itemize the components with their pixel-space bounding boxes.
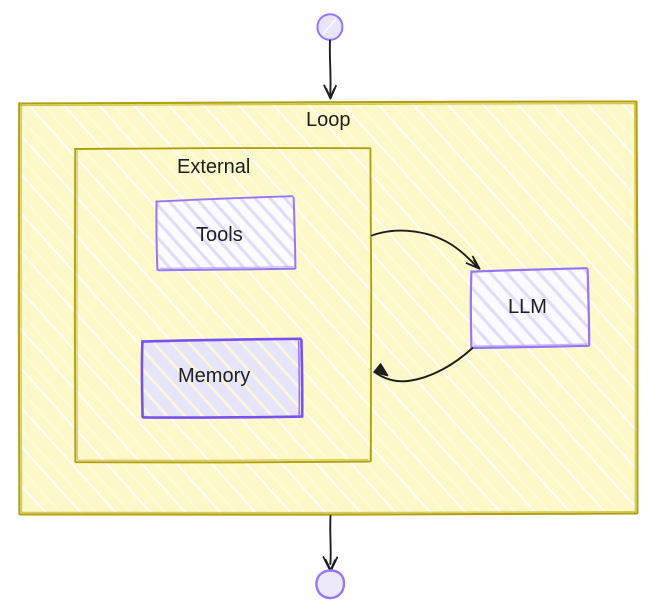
memory-border-bottom (142, 415, 303, 419)
end-node-fill (316, 570, 345, 599)
loop-border-left-2 (20, 104, 23, 513)
external-container[interactable] (73, 146, 373, 464)
edge-start-to-loop[interactable] (323, 39, 337, 100)
loop-border-left (17, 102, 21, 516)
loop-border-top (18, 100, 638, 105)
memory-border-right (300, 338, 304, 418)
tools-border-bottom (157, 267, 296, 272)
loop-border-bottom-2 (21, 510, 636, 514)
tools-border-right (292, 196, 297, 270)
start-node[interactable] (316, 13, 344, 41)
llm-border-top (470, 267, 588, 273)
end-node-border (315, 569, 346, 600)
external-border-right (369, 147, 373, 462)
tools-border-top (155, 195, 294, 203)
external-border-bottom-2 (77, 459, 369, 461)
tools-node-label: Tools (196, 224, 243, 246)
external-border-top (74, 146, 371, 150)
llm-border-left (469, 270, 473, 349)
external-border-bottom (75, 460, 371, 464)
memory-border-left (140, 339, 144, 419)
edge-llm-to-external[interactable] (373, 347, 474, 383)
llm-border-bottom-2 (473, 343, 588, 347)
llm-border-right (586, 268, 591, 347)
llm-node-label: LLM (508, 296, 547, 318)
llm-border-bottom (471, 344, 590, 350)
edge-llm-to-external-arrowhead (373, 363, 389, 377)
start-node-border (316, 13, 344, 41)
start-node-hatch (322, 18, 337, 35)
edge-start-to-loop-arrowhead-2 (325, 87, 335, 99)
loop-border-bottom (18, 512, 639, 516)
edge-external-to-llm-arrowhead-2 (468, 259, 480, 269)
loop-border-right (635, 100, 639, 515)
edge-llm-to-external-line (375, 347, 474, 383)
tools-border-left (155, 200, 159, 271)
loop-border-right-2 (633, 103, 637, 513)
external-border-left (73, 148, 77, 463)
memory-fill (143, 339, 302, 417)
tools-node[interactable] (155, 195, 297, 272)
llm-fill (472, 268, 589, 348)
external-container-label: External (177, 156, 251, 178)
tools-border-bottom-2 (159, 266, 294, 269)
memory-border-right-2 (297, 340, 300, 416)
edge-external-to-llm-line (371, 229, 479, 269)
loop-container-label: Loop (306, 109, 351, 131)
memory-node[interactable] (140, 337, 304, 419)
loop-border-top-2 (20, 102, 636, 107)
edge-loop-to-end[interactable] (322, 515, 339, 573)
llm-node[interactable] (469, 267, 591, 350)
edge-start-to-loop-line (328, 39, 332, 96)
memory-node-label: Memory (178, 365, 251, 387)
end-node[interactable] (315, 569, 346, 600)
tools-fill (157, 196, 295, 270)
edge-external-to-llm[interactable] (371, 229, 481, 270)
memory-border-top (141, 337, 302, 343)
